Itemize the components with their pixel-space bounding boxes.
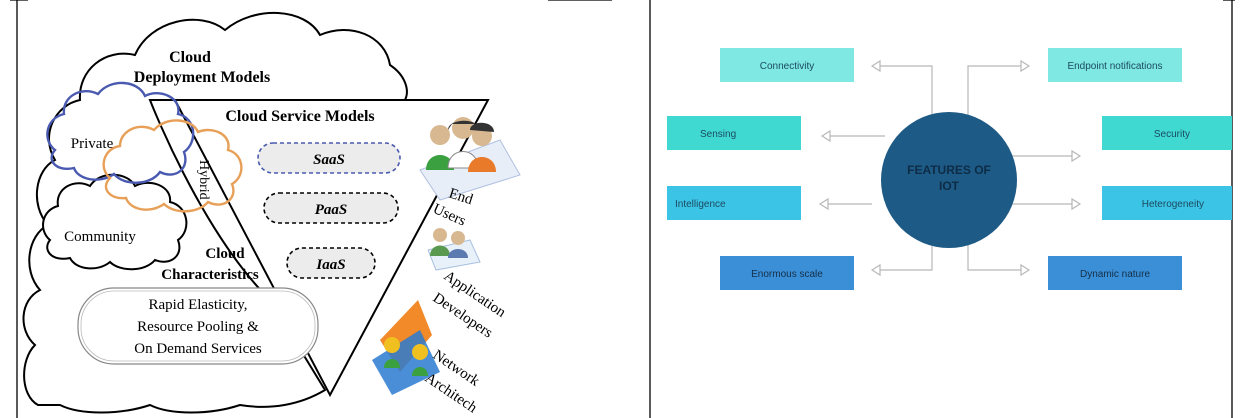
- svg-text:Connectivity: Connectivity: [760, 61, 814, 72]
- center-title-line2: IOT: [939, 179, 960, 193]
- developers-icon: [427, 228, 481, 271]
- private-label: Private: [71, 136, 114, 152]
- characteristics-box: [77, 287, 319, 365]
- community-label: Community: [64, 229, 136, 245]
- feature-heterogeneity: Heterogeneity: [1102, 186, 1232, 220]
- svg-text:Enormous scale: Enormous scale: [751, 269, 823, 280]
- service-models-title: Cloud Service Models: [225, 108, 374, 125]
- feature-sensing: Sensing: [667, 116, 801, 150]
- characteristics-title-line1: Cloud: [205, 246, 245, 262]
- cloud-computing-diagram: Cloud Deployment Models Cloud Service Mo…: [22, 11, 521, 417]
- hybrid-label: Hybrid: [196, 160, 211, 200]
- feature-connectivity: Connectivity: [720, 48, 854, 82]
- feature-enormous-scale: Enormous scale: [720, 256, 854, 290]
- iaas-pill: [286, 247, 376, 279]
- svg-text:Dynamic nature: Dynamic nature: [1080, 269, 1150, 280]
- svg-text:Sensing: Sensing: [700, 129, 736, 140]
- connector-lines: [826, 65, 1074, 271]
- feature-intelligence: Intelligence: [667, 186, 801, 220]
- characteristic-on-demand: On Demand Services: [134, 341, 262, 357]
- end-label: End: [447, 186, 475, 209]
- saas-label: SaaS: [313, 152, 345, 168]
- saas-pill: [257, 142, 401, 174]
- private-cloud: [46, 81, 195, 184]
- deployment-title-line1: Cloud: [169, 49, 211, 66]
- iaas-label: IaaS: [315, 257, 345, 273]
- community-cloud: [42, 173, 188, 271]
- characteristic-rapid-elasticity: Rapid Elasticity,: [148, 297, 247, 313]
- feature-endpoint-notifications: Endpoint notifications: [1048, 48, 1182, 82]
- characteristic-resource-pooling: Resource Pooling &: [137, 319, 259, 335]
- svg-text:Intelligence: Intelligence: [675, 199, 726, 210]
- end-users-icon: [419, 117, 521, 201]
- deployment-title-line2: Deployment Models: [134, 69, 270, 86]
- features-center-circle: [881, 112, 1017, 248]
- svg-text:Heterogeneity: Heterogeneity: [1142, 199, 1204, 210]
- svg-text:Endpoint notifications: Endpoint notifications: [1067, 61, 1162, 72]
- characteristics-title-line2: Characteristics: [161, 267, 259, 283]
- feature-security: Security: [1102, 116, 1232, 150]
- svg-text:Security: Security: [1154, 129, 1190, 140]
- paas-label: PaaS: [315, 202, 348, 218]
- network-architect-icon: [372, 300, 440, 395]
- hybrid-cloud: [102, 119, 243, 213]
- center-title-line1: FEATURES OF: [907, 163, 991, 177]
- arrow-heads: [818, 59, 1082, 277]
- paas-pill: [263, 192, 399, 224]
- feature-dynamic-nature: Dynamic nature: [1048, 256, 1182, 290]
- iot-features-diagram: FEATURES OF IOT Connectivity Endpoint no…: [667, 48, 1232, 290]
